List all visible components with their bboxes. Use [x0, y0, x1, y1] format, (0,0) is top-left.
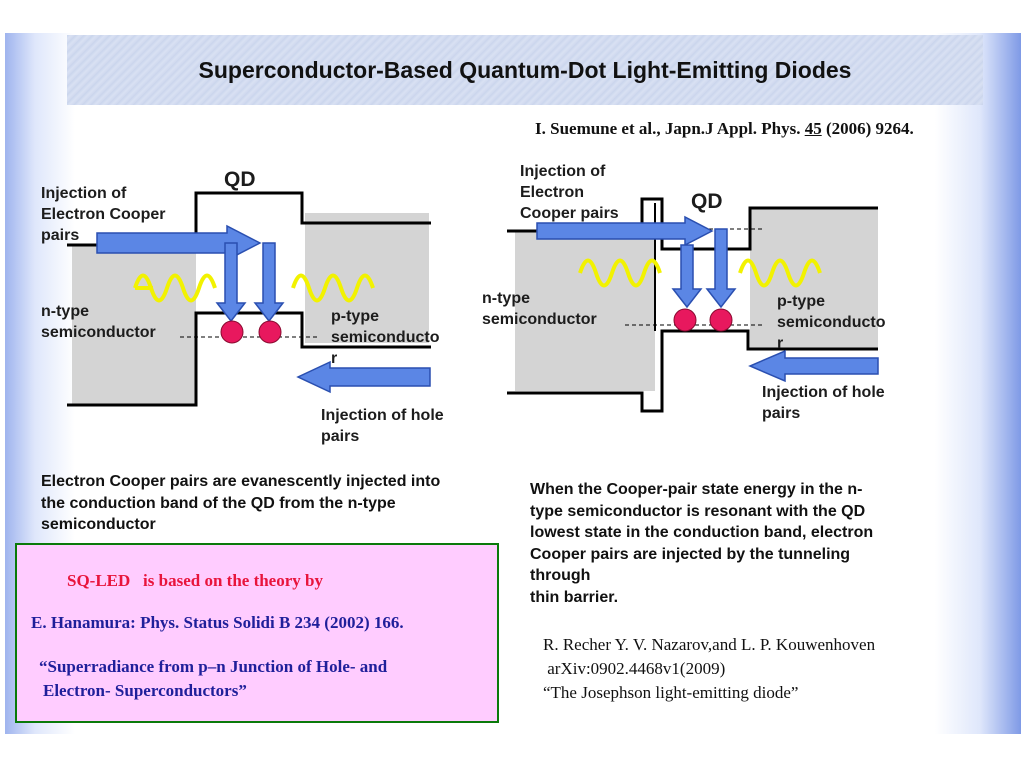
left-band-diagram — [67, 191, 431, 407]
right-electron-dot-1 — [673, 308, 697, 332]
recher-arxiv: arXiv:0902.4468v1(2009) — [543, 659, 726, 678]
reference-suffix: (2006) 9264. — [821, 119, 914, 138]
slide-title: Superconductor-Based Quantum-Dot Light-E… — [198, 57, 852, 83]
right-qd-label: QD — [691, 190, 723, 213]
recher-authors: R. Recher Y. V. Nazarov,and L. P. Kouwen… — [543, 635, 876, 654]
left-down-arrow-1 — [215, 242, 247, 323]
left-valence-band — [67, 311, 431, 407]
left-electron-dot-1 — [220, 320, 244, 344]
caption-right-line: Cooper pairs are injected by the tunneli… — [530, 545, 851, 563]
caption-left: Electron Cooper pairs are evanescently i… — [41, 473, 441, 533]
right-injection-hole-label: Injection of hole pairs — [762, 384, 885, 422]
left-injection-electron-label: Injection of Electron Cooper pairs — [41, 185, 166, 244]
caption-right-line: type semiconductor is resonant with the … — [530, 502, 866, 520]
right-electron-dot-2 — [709, 308, 733, 332]
superradiance-title-line-1: “Superradiance from p–n Junction of Hole… — [39, 657, 388, 676]
superradiance-title-line-2: Electron- Superconductors” — [43, 681, 247, 700]
sq-led-line: SQ-LED is based on the theory by — [67, 571, 323, 590]
right-photon-wave-1 — [578, 258, 662, 288]
right-down-arrow-1 — [671, 244, 703, 309]
reference-suemune: I. Suemune et al., Japn.J Appl. Phys. 45… — [535, 119, 914, 139]
right-injection-electron-label: Injection of Electron Cooper pairs — [520, 163, 619, 222]
caption-right-line: thin barrier. — [530, 588, 619, 606]
caption-right-line: lowest state in the conduction band, ele… — [530, 524, 874, 541]
reference-volume: 45 — [804, 119, 822, 138]
caption-right: When the Cooper-pair state energy in the… — [530, 479, 873, 608]
caption-right-line: When the Cooper-pair state energy in the… — [530, 481, 863, 498]
right-band-diagram — [507, 197, 879, 413]
right-photon-wave-2 — [738, 258, 822, 288]
caption-right-line: through — [530, 567, 591, 584]
band-diagrams — [67, 191, 879, 413]
right-electron-injection-arrow — [536, 215, 714, 247]
left-n-type-label: n-type semiconductor — [41, 303, 156, 341]
right-p-type-label: p-type semiconducto r — [777, 293, 886, 352]
slide: Superconductor-Based Quantum-Dot Light-E… — [5, 33, 1021, 734]
title-bar: Superconductor-Based Quantum-Dot Light-E… — [67, 35, 983, 105]
right-n-region — [515, 231, 655, 391]
right-hole-injection-arrow — [748, 349, 879, 383]
left-hole-injection-arrow — [296, 360, 431, 394]
left-injection-hole-label: Injection of hole pairs — [321, 407, 444, 445]
reference-recher: R. Recher Y. V. Nazarov,and L. P. Kouwen… — [543, 633, 875, 705]
hanamura-reference: E. Hanamura: Phys. Status Solidi B 234 (… — [31, 613, 404, 632]
right-down-arrow-2 — [705, 228, 737, 309]
left-qd-label: QD — [224, 168, 256, 191]
theory-reference-box: SQ-LED is based on the theory by E. Hana… — [15, 543, 499, 723]
recher-title: “The Josephson light-emitting diode” — [543, 683, 799, 702]
left-photon-wave-2 — [291, 273, 375, 303]
left-down-arrow-2 — [253, 242, 285, 323]
left-n-region — [72, 245, 196, 405]
left-electron-dot-2 — [258, 320, 282, 344]
right-valence-band — [507, 329, 878, 413]
left-p-type-label: p-type semiconducto r — [331, 308, 440, 367]
reference-prefix: I. Suemune et al., Japn.J Appl. Phys. — [535, 119, 805, 138]
left-photon-wave-1 — [133, 273, 217, 303]
right-n-type-label: n-type semiconductor — [482, 290, 597, 328]
left-electron-injection-arrow — [96, 224, 262, 262]
